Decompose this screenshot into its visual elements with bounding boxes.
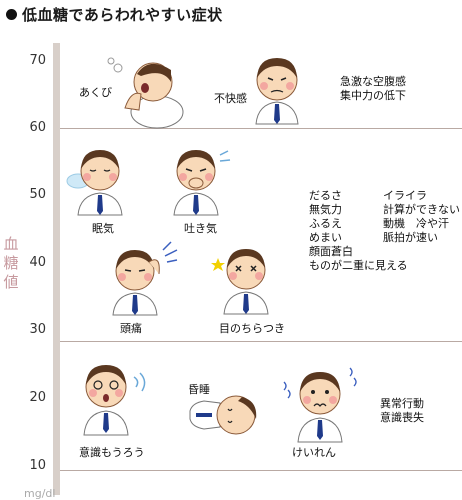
symptom-list-below-30: 異常行動 意識喪失 — [380, 397, 424, 425]
symptom-list-30-50-col1: だるさ 無気力 ふるえ めまい 顔面蒼白 ものが二重に見える — [309, 189, 408, 273]
convulsing-person-figure — [283, 367, 357, 443]
tick-50: 50 — [29, 187, 46, 202]
gridline-10 — [60, 470, 462, 471]
tick-10: 10 — [29, 458, 46, 473]
tick-60: 60 — [29, 120, 46, 135]
symptom-list-30-50-col2: イライラ 計算ができない 動機 冷や汗 脈拍が速い — [383, 189, 460, 245]
confused-person-figure — [83, 365, 146, 436]
y-axis-unit: mg/dl — [24, 487, 56, 500]
symptom-item: ものが二重に見える — [309, 259, 408, 272]
symptom-item: ふるえ — [309, 217, 342, 230]
gridline-60 — [60, 128, 462, 129]
label-convulsion: けいれん — [292, 446, 336, 459]
y-axis-label: 血 糖 値 — [2, 235, 20, 292]
y-axis-bar — [53, 43, 60, 495]
label-yawn: あくび — [79, 86, 112, 99]
dizzy-person-figure — [211, 249, 269, 315]
label-coma: 昏睡 — [188, 383, 210, 396]
symptom-item: イライラ — [383, 189, 427, 202]
comatose-person-figure — [189, 395, 257, 435]
nauseous-person-figure — [173, 150, 231, 216]
symptom-item: 計算ができない — [383, 203, 460, 216]
tick-40: 40 — [29, 255, 46, 270]
symptom-item: 無気力 — [309, 203, 342, 216]
y-axis-label-char-2: 糖 — [3, 254, 19, 272]
label-discomfort: 不快感 — [214, 92, 247, 105]
label-nausea: 吐き気 — [184, 222, 217, 235]
gridline-30 — [60, 341, 462, 342]
tick-30: 30 — [29, 322, 46, 337]
title-text: 低血糖であらわれやすい症状 — [22, 6, 223, 24]
yawning-person-figure — [107, 57, 184, 129]
label-headache: 頭痛 — [120, 322, 142, 335]
symptom-item: だるさ — [309, 189, 342, 202]
headache-person-figure — [112, 241, 178, 316]
symptom-item: 急激な空腹感 — [340, 75, 406, 88]
title-bullet-icon — [6, 9, 17, 20]
symptom-item: めまい — [309, 231, 342, 244]
discomfort-person-figure — [255, 58, 299, 125]
symptom-item: 顔面蒼白 — [309, 245, 353, 258]
label-drowsy: 眠気 — [92, 222, 114, 235]
tick-70: 70 — [29, 53, 46, 68]
symptom-list-60-70: 急激な空腹感 集中力の低下 — [340, 75, 406, 103]
symptom-item: 集中力の低下 — [340, 89, 406, 102]
symptom-item: 異常行動 — [380, 397, 424, 410]
label-dizzy: 目のちらつき — [219, 322, 285, 335]
page-title: 低血糖であらわれやすい症状 — [6, 4, 223, 25]
y-axis-label-char-1: 血 — [3, 235, 19, 253]
y-axis-label-char-3: 値 — [3, 273, 19, 291]
tick-20: 20 — [29, 390, 46, 405]
label-confusion: 意識もうろう — [79, 446, 145, 459]
symptom-item: 動機 冷や汗 — [383, 217, 449, 230]
symptom-item: 脈拍が速い — [383, 231, 438, 244]
sleepy-person-figure — [66, 150, 123, 216]
symptom-item: 意識喪失 — [380, 411, 424, 424]
